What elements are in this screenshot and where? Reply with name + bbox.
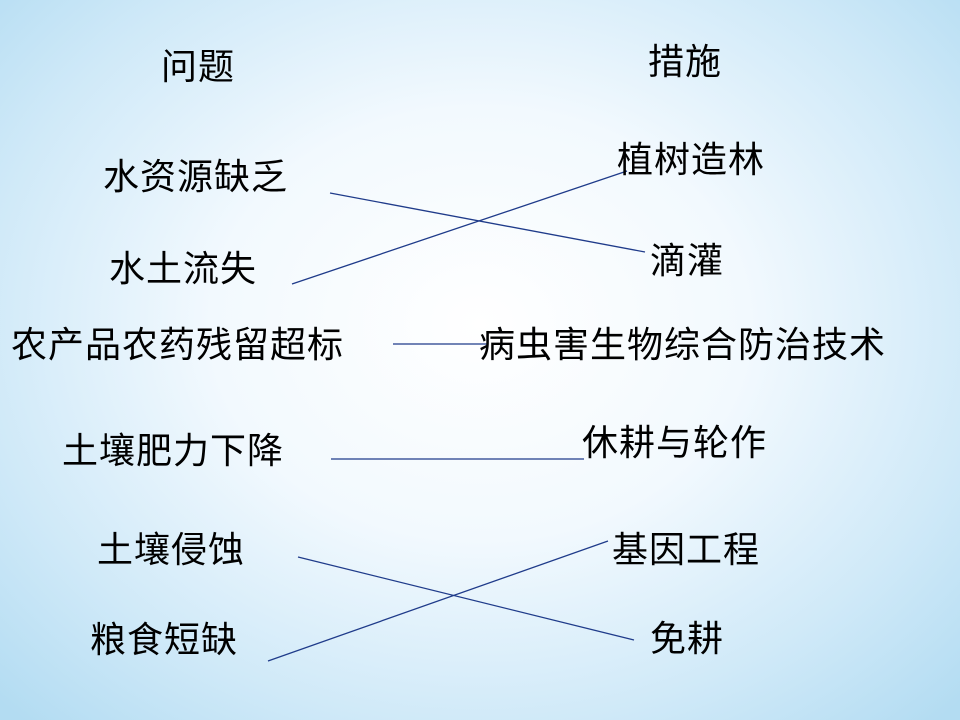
problem-item-soil-erosion: 土壤侵蚀 xyxy=(97,530,246,571)
line-soil-erosion-to-no-till xyxy=(297,556,635,641)
measure-item-biocontrol: 病虫害生物综合防治技术 xyxy=(479,325,887,366)
line-soil-erosion-water-to-afforestation xyxy=(291,170,628,285)
problem-item-grain-shortage: 粮食短缺 xyxy=(90,620,239,661)
problem-item-pesticide-residue: 农产品农药残留超标 xyxy=(11,325,345,366)
problem-item-water-shortage: 水资源缺乏 xyxy=(103,157,289,198)
measure-item-genetic-engineering: 基因工程 xyxy=(612,530,761,571)
measure-item-no-till: 免耕 xyxy=(650,619,725,660)
problems-header: 问题 xyxy=(161,47,236,88)
measures-header: 措施 xyxy=(648,42,723,83)
measure-item-drip-irrigation: 滴灌 xyxy=(650,241,725,282)
problem-item-soil-water-loss: 水土流失 xyxy=(109,249,258,290)
measure-item-fallow-rotation: 休耕与轮作 xyxy=(582,423,768,464)
line-water-shortage-to-drip-irrigation xyxy=(329,192,646,253)
line-grain-shortage-to-genetic-engineering xyxy=(267,540,609,662)
measure-item-afforestation: 植树造林 xyxy=(617,140,766,181)
problem-item-soil-fertility: 土壤肥力下降 xyxy=(62,431,285,472)
